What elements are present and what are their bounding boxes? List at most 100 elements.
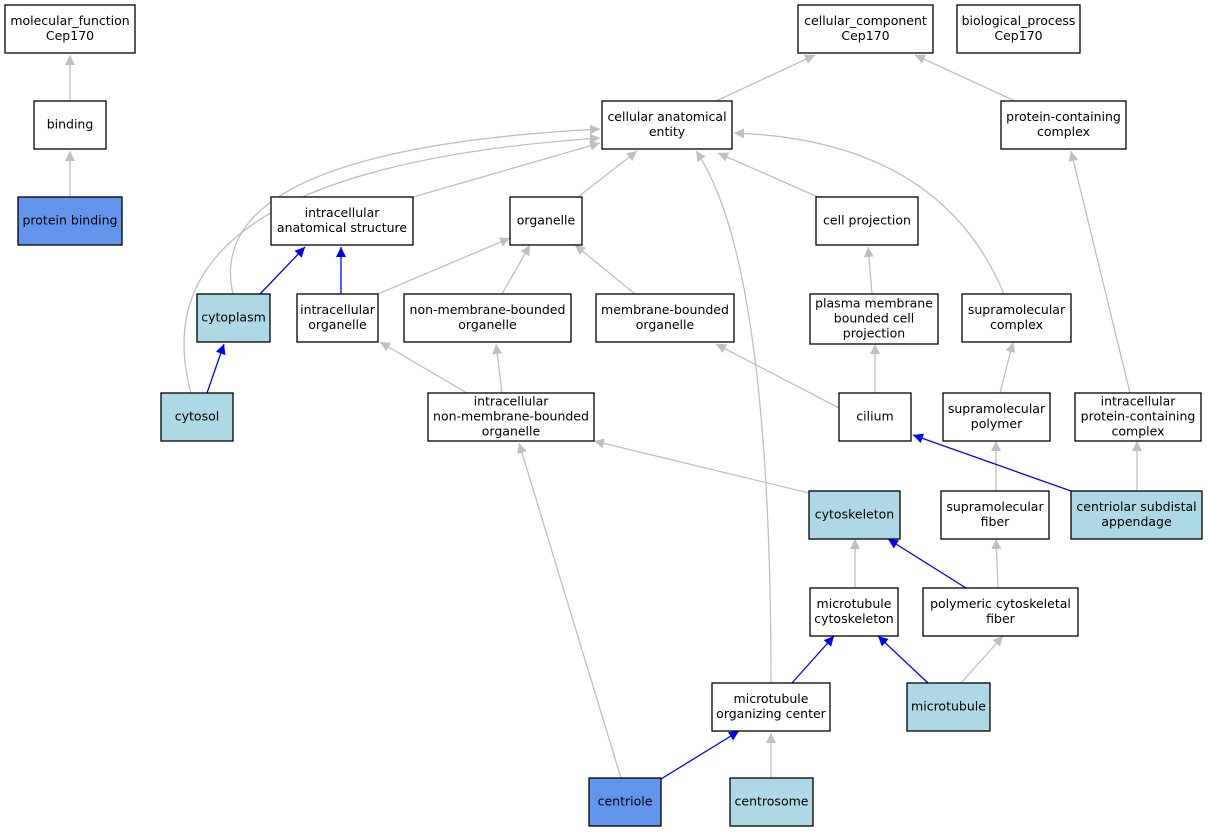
edge-cytoskeleton-to-inmbo — [593, 438, 810, 494]
term-node-cytoskeleton[interactable]: cytoskeleton — [808, 490, 901, 540]
term-label: protein-containing — [1006, 109, 1121, 124]
edge-pcc-to-cc — [914, 54, 1016, 102]
term-label: polymer — [971, 416, 1023, 431]
edge-inmbo-to-intorg — [379, 341, 468, 394]
edge-centriole-to-mtoc — [660, 730, 740, 780]
term-label: cilium — [856, 409, 893, 424]
term-node-binding[interactable]: binding — [33, 100, 107, 150]
term-label: supramolecular — [946, 499, 1044, 514]
term-label: supramolecular — [968, 302, 1066, 317]
term-box — [940, 490, 1050, 540]
term-box — [17, 196, 123, 246]
term-label: cytoskeleton — [815, 507, 894, 522]
term-box — [922, 587, 1079, 637]
term-label: projection — [843, 326, 905, 341]
term-label: cytoplasm — [201, 310, 266, 325]
term-node-cilium[interactable]: cilium — [838, 392, 912, 442]
term-label: polymeric cytoskeletal — [930, 596, 1071, 611]
term-node-inmbo[interactable]: intracellularnon-membrane-boundedorganel… — [427, 392, 595, 442]
term-node-organelle[interactable]: organelle — [509, 196, 583, 246]
edge-ipcc-to-pcc — [1068, 150, 1131, 394]
term-node-microtubule[interactable]: microtubule — [906, 682, 991, 732]
edge-smp-to-smc — [999, 341, 1016, 394]
edge-pcf-to-smf — [991, 538, 1002, 589]
term-box — [1070, 490, 1203, 540]
term-label: organelle — [517, 213, 576, 228]
term-node-cytosol[interactable]: cytosol — [160, 392, 234, 442]
edge-mtoc-to-cae — [695, 150, 772, 684]
term-box — [595, 293, 735, 343]
edge-cytoplasm-to-cae — [229, 124, 601, 295]
term-label: intracellular — [300, 302, 376, 317]
term-label: intracellular — [305, 205, 381, 220]
term-node-centrosome[interactable]: centrosome — [729, 777, 814, 827]
edge-csa-to-cilium — [912, 433, 1072, 492]
term-label: cytoskeleton — [814, 611, 893, 626]
term-label: Cep170 — [994, 28, 1042, 43]
edge-pcf-to-cytoskeleton — [887, 538, 967, 589]
term-label: biological_process — [962, 13, 1076, 28]
term-node-centriole[interactable]: centriole — [588, 777, 662, 827]
edge-mbo-to-organelle — [574, 244, 636, 295]
term-label: non-membrane-bounded — [410, 302, 566, 317]
term-label: protein binding — [22, 213, 117, 228]
term-label: cellular anatomical — [607, 109, 726, 124]
term-label: fiber — [986, 611, 1015, 626]
term-label: anatomical structure — [277, 220, 407, 235]
term-label: microtubule — [734, 691, 809, 706]
term-label: complex — [1112, 424, 1165, 439]
term-node-cellproj[interactable]: cell projection — [815, 196, 919, 246]
edge-centriole-to-inmbo — [517, 442, 622, 779]
term-label: cell projection — [823, 213, 911, 228]
term-box — [942, 392, 1051, 442]
edge-cytoplasm-to-ias — [259, 246, 306, 295]
term-box — [588, 777, 662, 827]
term-box — [296, 293, 379, 343]
term-box — [815, 196, 919, 246]
term-label: organelle — [636, 317, 695, 332]
term-label: cellular_component — [804, 13, 927, 28]
term-label: non-membrane-bounded — [433, 409, 589, 424]
edge-layer — [65, 54, 1142, 780]
term-box — [809, 587, 899, 637]
term-label: intracellular — [474, 394, 550, 409]
edge-organelle-to-cae — [577, 150, 638, 198]
term-box — [797, 4, 934, 54]
term-label: centrosome — [735, 794, 809, 809]
term-node-cytoplasm[interactable]: cytoplasm — [196, 293, 271, 343]
term-label: intracellular — [1101, 394, 1177, 409]
edge-inmbo-to-nmbo — [492, 343, 503, 394]
term-box — [729, 777, 814, 827]
term-box — [1000, 100, 1127, 150]
term-label: appendage — [1101, 514, 1172, 529]
edge-cytosol-to-cae — [183, 133, 601, 394]
term-node-protein_binding[interactable]: protein binding — [17, 196, 123, 246]
term-label: binding — [47, 117, 94, 132]
term-label: centriole — [598, 794, 653, 809]
edge-mtoc-to-mtc — [791, 635, 835, 684]
edge-microtubule-to-mtc — [877, 635, 929, 684]
term-label: centriolar subdistal — [1076, 499, 1196, 514]
term-box — [809, 293, 939, 345]
term-label: entity — [649, 124, 686, 139]
term-box — [838, 392, 912, 442]
